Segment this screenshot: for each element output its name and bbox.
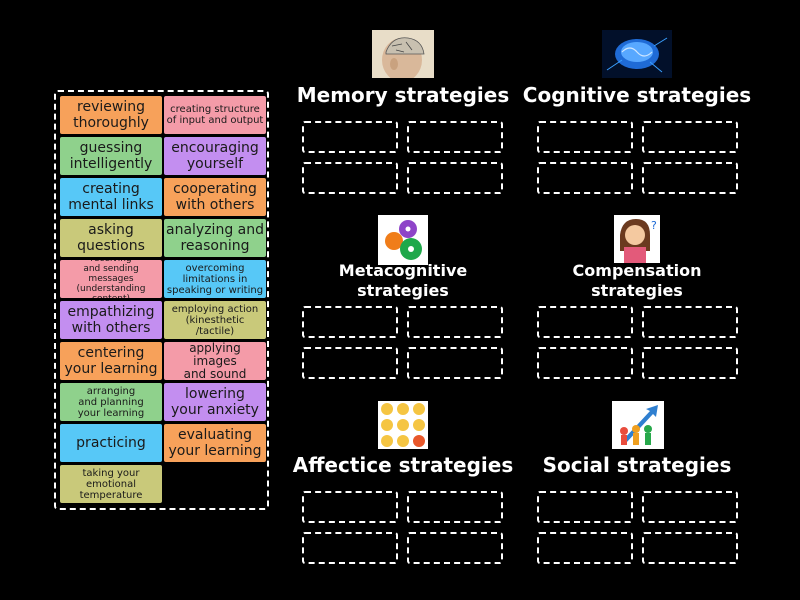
answer-tile-label: asking questions xyxy=(77,222,145,254)
answer-tile-label: creating mental links xyxy=(68,181,154,213)
drop-slot-memory-2[interactable] xyxy=(407,121,503,153)
drop-slot-affective-1[interactable] xyxy=(302,491,398,523)
drop-slot-compensation-1[interactable] xyxy=(537,306,633,338)
answer-tile-label: creating structure of input and output xyxy=(166,104,264,126)
drop-slot-metacognitive-4[interactable] xyxy=(407,347,503,379)
drop-slot-cognitive-2[interactable] xyxy=(642,121,738,153)
drop-slot-metacognitive-2[interactable] xyxy=(407,306,503,338)
answer-tile[interactable]: arranging and planning your learning xyxy=(60,383,162,421)
answer-tile[interactable]: creating structure of input and output xyxy=(164,96,266,134)
answer-tile[interactable]: practicing xyxy=(60,424,162,462)
answer-tile[interactable]: reviewing thoroughly xyxy=(60,96,162,134)
group-title-social: Social strategies xyxy=(542,453,732,477)
teamwork-arrow-icon xyxy=(612,401,664,449)
group-title-compensation: Compensation strategies xyxy=(572,261,702,300)
group-title-metacognitive: Metacognitive strategies xyxy=(338,261,468,300)
drop-slot-social-3[interactable] xyxy=(537,532,633,564)
svg-text:?: ? xyxy=(651,219,657,232)
answer-tile-label: arranging and planning your learning xyxy=(77,385,145,419)
answer-tile-label: guessing intelligently xyxy=(69,140,153,172)
answer-tile-label: employing action (kinesthetic /tactile) xyxy=(171,303,259,337)
answer-tile[interactable]: evaluating your learning xyxy=(164,424,266,462)
word-bank: reviewing thoroughly creating structure o… xyxy=(54,90,269,510)
answer-tile-label: receiving and sending messages (understa… xyxy=(76,260,146,298)
answer-tile[interactable]: creating mental links xyxy=(60,178,162,216)
answer-tile[interactable]: analyzing and reasoning xyxy=(164,219,266,257)
group-title-memory: Memory strategies xyxy=(296,83,510,107)
answer-tile-label: overcoming limitations in speaking or wr… xyxy=(166,262,264,296)
blue-brain-icon xyxy=(602,30,672,78)
group-title-cognitive: Cognitive strategies xyxy=(522,83,752,107)
answer-tile[interactable]: applying images and sound xyxy=(164,342,266,380)
drop-slot-cognitive-3[interactable] xyxy=(537,162,633,194)
drop-slot-compensation-3[interactable] xyxy=(537,347,633,379)
answer-tile[interactable]: guessing intelligently xyxy=(60,137,162,175)
answer-tile-label: lowering your anxiety xyxy=(171,386,259,418)
answer-tile-label: analyzing and reasoning xyxy=(166,222,264,254)
drop-slot-affective-3[interactable] xyxy=(302,532,398,564)
answer-tile-label: centering your learning xyxy=(64,345,158,377)
answer-tile-label: taking your emotional temperature xyxy=(79,467,143,501)
answer-tile[interactable]: taking your emotional temperature xyxy=(60,465,162,503)
drop-slot-social-4[interactable] xyxy=(642,532,738,564)
answer-tile[interactable]: lowering your anxiety xyxy=(164,383,266,421)
answer-tile[interactable]: receiving and sending messages (understa… xyxy=(60,260,162,298)
drop-slot-metacognitive-1[interactable] xyxy=(302,306,398,338)
drop-slot-social-1[interactable] xyxy=(537,491,633,523)
drop-slot-memory-4[interactable] xyxy=(407,162,503,194)
drop-slot-cognitive-1[interactable] xyxy=(537,121,633,153)
group-title-affective: Affectice strategies xyxy=(292,453,514,477)
drop-slot-compensation-2[interactable] xyxy=(642,306,738,338)
drop-slot-social-2[interactable] xyxy=(642,491,738,523)
answer-tile[interactable]: employing action (kinesthetic /tactile) xyxy=(164,301,266,339)
answer-tile[interactable]: cooperating with others xyxy=(164,178,266,216)
drop-slot-metacognitive-3[interactable] xyxy=(302,347,398,379)
drop-slot-memory-3[interactable] xyxy=(302,162,398,194)
answer-tile[interactable]: asking questions xyxy=(60,219,162,257)
answer-tile-label: encouraging yourself xyxy=(171,140,259,172)
gears-icon xyxy=(378,215,428,265)
answer-tile[interactable]: empathizing with others xyxy=(60,301,162,339)
answer-tile[interactable]: encouraging yourself xyxy=(164,137,266,175)
drop-slot-affective-4[interactable] xyxy=(407,532,503,564)
drop-slot-cognitive-4[interactable] xyxy=(642,162,738,194)
emoji-faces-icon xyxy=(378,401,428,449)
answer-tile-label: practicing xyxy=(76,435,146,451)
answer-tile-label: empathizing with others xyxy=(67,304,155,336)
answer-tile-label: reviewing thoroughly xyxy=(73,99,149,131)
answer-tile[interactable]: centering your learning xyxy=(60,342,162,380)
brain-head-icon xyxy=(372,30,434,78)
answer-tile-label: evaluating your learning xyxy=(168,427,262,459)
drop-slot-memory-1[interactable] xyxy=(302,121,398,153)
thinking-girl-icon: ? xyxy=(614,215,660,263)
answer-tile-label: applying images and sound xyxy=(183,342,247,380)
answer-tile[interactable]: overcoming limitations in speaking or wr… xyxy=(164,260,266,298)
answer-tile-label: cooperating with others xyxy=(173,181,257,213)
drop-slot-compensation-4[interactable] xyxy=(642,347,738,379)
drop-slot-affective-2[interactable] xyxy=(407,491,503,523)
